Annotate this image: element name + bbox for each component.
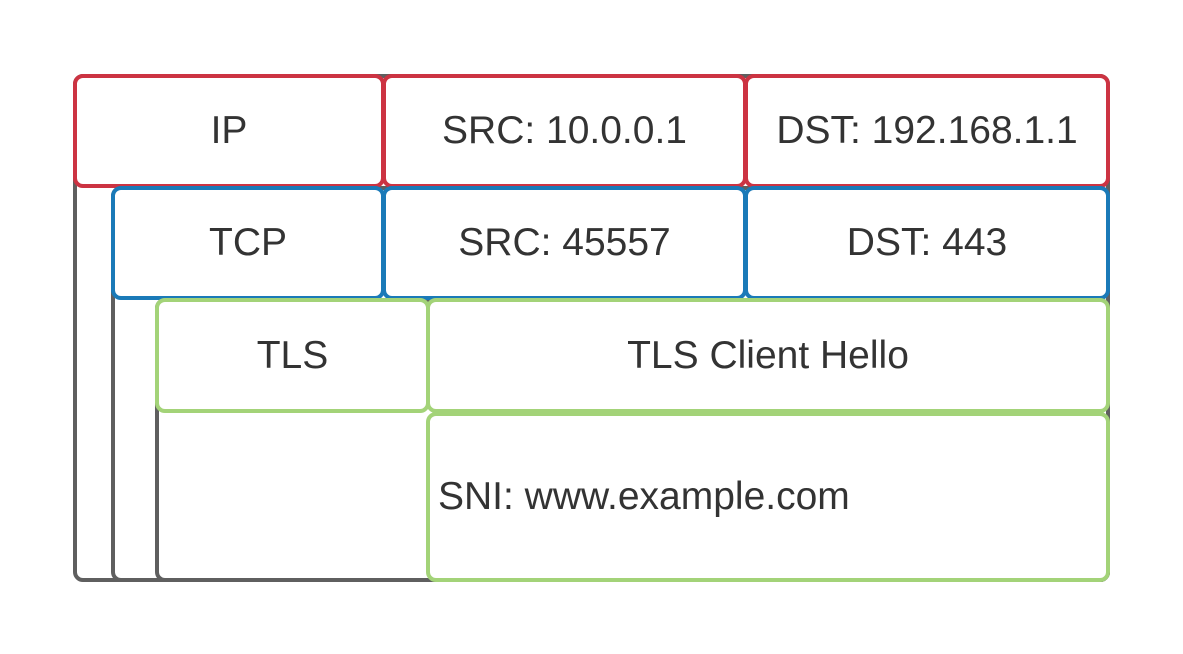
ip-label-cell: IP: [73, 74, 385, 188]
tls-label: TLS: [256, 333, 329, 377]
ip-src-cell: SRC: 10.0.0.1: [382, 74, 747, 188]
ip-src-address: SRC: 10.0.0.1: [442, 109, 687, 152]
tcp-label-cell: TCP: [111, 186, 385, 300]
tcp-src-port: SRC: 45557: [458, 221, 671, 264]
tcp-dst-cell: DST: 443: [744, 186, 1110, 300]
tls-message-cell: TLS Client Hello: [426, 298, 1110, 413]
ip-label: IP: [210, 109, 248, 152]
tcp-label: TCP: [209, 221, 287, 264]
tls-sni-value: SNI: www.example.com: [438, 475, 850, 518]
ip-dst-cell: DST: 192.168.1.1: [744, 74, 1110, 188]
ip-dst-address: DST: 192.168.1.1: [776, 109, 1078, 152]
tls-label-cell: TLS: [155, 298, 430, 413]
tls-message-type: TLS Client Hello: [627, 333, 909, 377]
tcp-dst-port: DST: 443: [846, 221, 1008, 264]
tcp-src-cell: SRC: 45557: [382, 186, 747, 300]
tls-sni-cell: SNI: www.example.com: [426, 412, 1110, 582]
